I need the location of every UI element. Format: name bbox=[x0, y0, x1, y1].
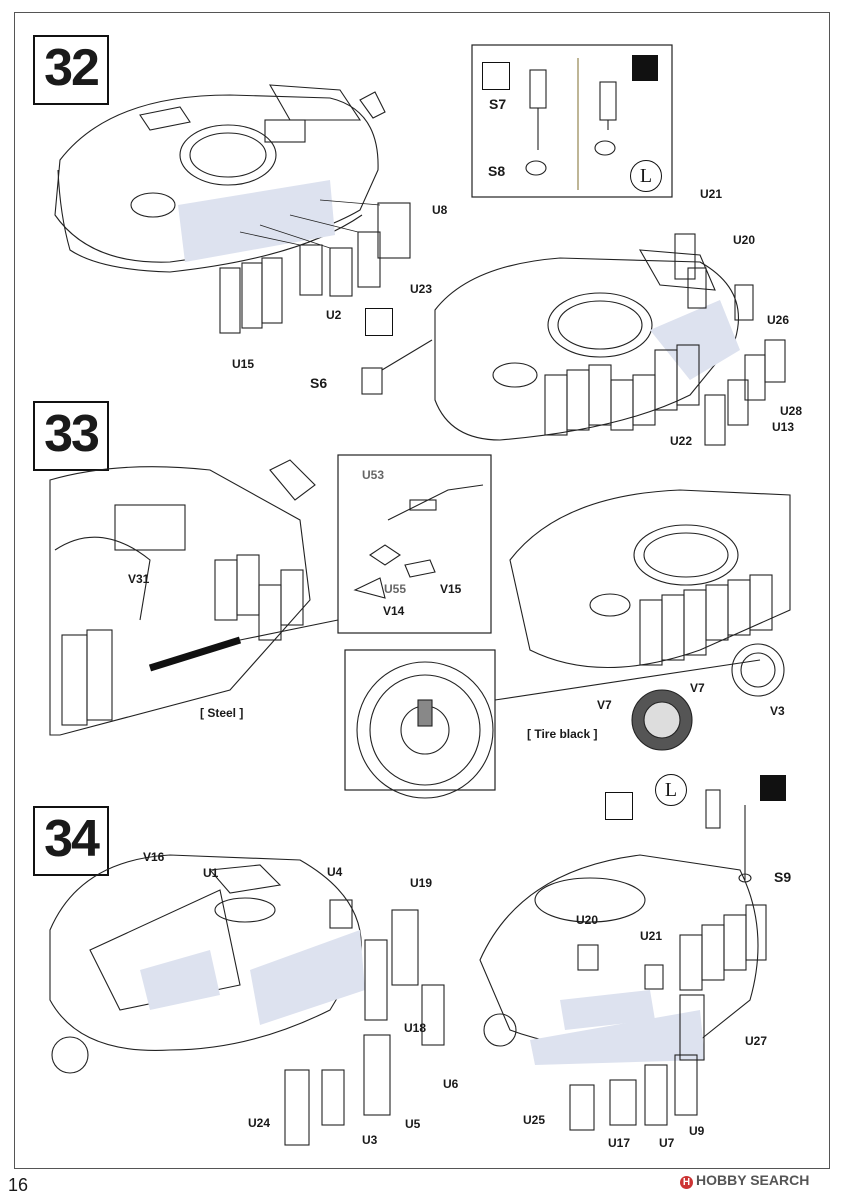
part-label: U9 bbox=[689, 1124, 705, 1138]
part-label: S8 bbox=[488, 163, 506, 179]
step-number-32: 32 bbox=[33, 35, 109, 105]
part-label: V7 bbox=[690, 681, 705, 695]
page-number: 16 bbox=[8, 1175, 29, 1195]
paint-drop-icon bbox=[605, 792, 633, 820]
part-label: U53 bbox=[362, 468, 385, 482]
part-label: U8 bbox=[432, 203, 448, 217]
step-number-34: 34 bbox=[33, 806, 109, 876]
part-label: U5 bbox=[405, 1117, 421, 1131]
symbol-left-L: L bbox=[630, 160, 662, 192]
part-label: U17 bbox=[608, 1136, 631, 1150]
paint-note-steel: [ Steel ] bbox=[200, 706, 244, 720]
paint-note-tire: [ Tire black ] bbox=[527, 727, 598, 741]
paint-drop-icon bbox=[482, 62, 510, 90]
part-label: U28 bbox=[780, 404, 803, 418]
cement-icon bbox=[760, 775, 786, 801]
symbol-left-L: L bbox=[655, 774, 687, 806]
watermark-text: HOBBY SEARCH bbox=[696, 1172, 810, 1188]
part-label: U7 bbox=[659, 1136, 675, 1150]
part-label: U3 bbox=[362, 1133, 378, 1147]
part-label: U27 bbox=[745, 1034, 768, 1048]
part-label: U19 bbox=[410, 876, 433, 890]
part-label: U13 bbox=[772, 420, 795, 434]
part-label: U20 bbox=[576, 913, 599, 927]
part-label: U23 bbox=[410, 282, 433, 296]
part-label: S7 bbox=[489, 96, 507, 112]
part-label: U24 bbox=[248, 1116, 271, 1130]
part-label: V3 bbox=[770, 704, 785, 718]
part-label: S6 bbox=[310, 375, 328, 391]
part-label: V15 bbox=[440, 582, 462, 596]
part-label: U15 bbox=[232, 357, 255, 371]
part-label: U22 bbox=[670, 434, 693, 448]
part-label: S9 bbox=[774, 869, 792, 885]
part-label: V7 bbox=[597, 698, 612, 712]
part-label: U55 bbox=[384, 582, 407, 596]
part-label: U1 bbox=[203, 866, 219, 880]
part-label: V31 bbox=[128, 572, 150, 586]
cement-icon bbox=[632, 55, 658, 81]
part-label: U18 bbox=[404, 1021, 427, 1035]
watermark-logo-icon: H bbox=[680, 1176, 693, 1189]
page-frame bbox=[14, 12, 830, 1169]
part-label: U6 bbox=[443, 1077, 459, 1091]
paint-drop-icon bbox=[365, 308, 393, 336]
part-label: V14 bbox=[383, 604, 405, 618]
part-label: U25 bbox=[523, 1113, 546, 1127]
part-label: U21 bbox=[700, 187, 723, 201]
step-number-33: 33 bbox=[33, 401, 109, 471]
part-label: U4 bbox=[327, 865, 343, 879]
part-label: U2 bbox=[326, 308, 342, 322]
part-label: U21 bbox=[640, 929, 663, 943]
part-label: U26 bbox=[767, 313, 790, 327]
part-label: V16 bbox=[143, 850, 165, 864]
part-label: U20 bbox=[733, 233, 756, 247]
